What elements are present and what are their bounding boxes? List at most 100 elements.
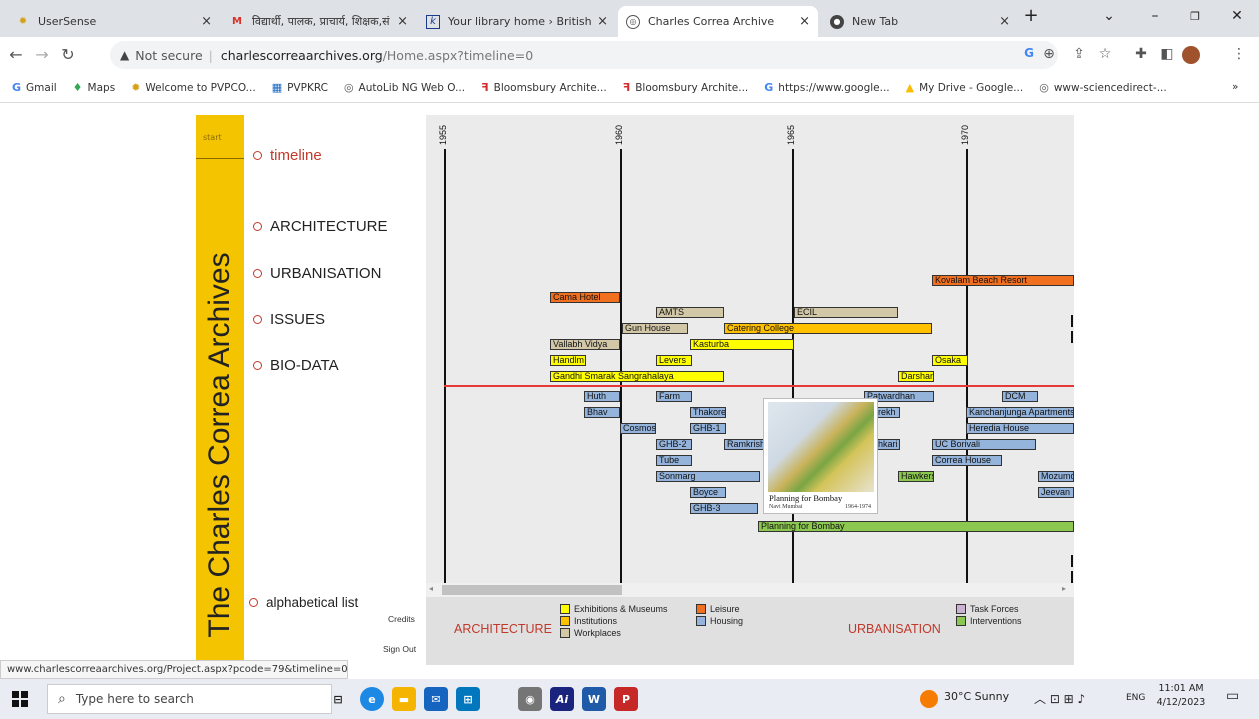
project-bar[interactable]: GHB-1	[690, 423, 726, 434]
project-bar[interactable]: DCM	[1002, 391, 1038, 402]
zoom-icon[interactable]: ⊕	[1043, 46, 1055, 62]
project-bar[interactable]: Sonmarg	[656, 471, 760, 482]
file-explorer-icon[interactable]: ▬	[392, 687, 416, 711]
illustrator-icon[interactable]: Ai	[550, 687, 574, 711]
store-icon[interactable]: ⊞	[456, 687, 480, 711]
close-window-button[interactable]: ✕	[1231, 8, 1243, 24]
sign-out-link[interactable]: Sign Out	[383, 644, 417, 654]
menu-issues[interactable]: ISSUES	[253, 311, 325, 328]
back-arrow-icon[interactable]: ←	[9, 45, 23, 64]
project-bar[interactable]: Levers	[656, 355, 692, 366]
powerpoint-icon[interactable]: P	[614, 687, 638, 711]
project-bar[interactable]: Catering College	[724, 323, 932, 334]
forward-arrow-icon[interactable]: →	[35, 45, 49, 64]
project-bar[interactable]: Gandhi Smarak Sangrahalaya	[550, 371, 724, 382]
project-bar[interactable]: Kovalam Beach Resort	[932, 275, 1074, 286]
project-bar[interactable]: Planning for Bombay	[758, 521, 1074, 532]
close-icon[interactable]: ×	[799, 14, 810, 29]
share-icon[interactable]: ⇪	[1073, 46, 1085, 62]
project-bar[interactable]: Handlm	[550, 355, 586, 366]
project-bar[interactable]: UC Borivali	[932, 439, 1036, 450]
new-tab-button[interactable]: +	[1023, 5, 1039, 26]
scroll-left-icon[interactable]: ◂	[429, 584, 434, 593]
project-bar[interactable]: Huth	[584, 391, 620, 402]
chrome-icon[interactable]: ◉	[518, 687, 542, 711]
project-bar[interactable]: AMTS	[656, 307, 724, 318]
word-icon[interactable]: W	[582, 687, 606, 711]
project-bar[interactable]: GHB-2	[656, 439, 692, 450]
sidepanel-icon[interactable]: ◧	[1160, 46, 1174, 62]
project-bar[interactable]: Cama Hotel	[550, 292, 620, 303]
chevron-down-icon[interactable]: ⌄	[1103, 8, 1115, 24]
extensions-icon[interactable]: ✚	[1135, 46, 1147, 62]
project-bar[interactable]: Jeevan	[1038, 487, 1074, 498]
mail-icon[interactable]: ✉	[424, 687, 448, 711]
menu-icon[interactable]: ⋮	[1232, 46, 1246, 62]
bookmark-pvpco[interactable]: ✹Welcome to PVPCO...	[131, 81, 256, 94]
project-bar[interactable]: GHB-3	[690, 503, 758, 514]
menu-urbanisation[interactable]: URBANISATION	[253, 265, 381, 282]
project-bar[interactable]: Kasturba	[690, 339, 794, 350]
close-icon[interactable]: ×	[201, 14, 212, 29]
minimize-button[interactable]: –	[1151, 8, 1159, 24]
project-bar[interactable]: Correa House	[932, 455, 1002, 466]
close-icon[interactable]: ×	[999, 14, 1010, 29]
project-bar[interactable]: Hawkers	[898, 471, 934, 482]
bookmark-drive[interactable]: ▲My Drive - Google...	[905, 81, 1024, 94]
project-bar[interactable]: Osaka	[932, 355, 968, 366]
menu-architecture[interactable]: ARCHITECTURE	[253, 218, 388, 235]
task-view-icon[interactable]: ⊟	[333, 692, 343, 706]
notification-icon[interactable]: ▭	[1226, 688, 1240, 704]
taskbar-search-input[interactable]: ⌕ Type here to search	[47, 684, 332, 714]
credits-link[interactable]: Credits	[388, 614, 415, 624]
scrollbar-thumb[interactable]	[442, 585, 622, 595]
tab-usersense[interactable]: ✹ UserSense ×	[8, 6, 220, 37]
bookmark-sciencedirect[interactable]: ◎www-sciencedirect-...	[1039, 81, 1167, 94]
start-link[interactable]: start	[203, 133, 222, 142]
bookmarks-more[interactable]: »	[1232, 81, 1239, 93]
google-icon[interactable]: G	[1024, 46, 1034, 60]
bookmark-pvpkrc[interactable]: ▦PVPKRC	[271, 81, 328, 94]
project-bar[interactable]: Bhav	[584, 407, 620, 418]
timeline-scrollbar[interactable]: ◂ ▸	[426, 583, 1074, 597]
clock[interactable]: 11:01 AM 4/12/2023	[1156, 683, 1206, 708]
project-bar[interactable]: Tube	[656, 455, 692, 466]
project-bar[interactable]: Mozumdar	[1038, 471, 1074, 482]
restore-button[interactable]: ❐	[1190, 10, 1200, 23]
project-bar[interactable]: Cosmos	[620, 423, 656, 434]
star-icon[interactable]: ☆	[1098, 46, 1112, 62]
project-bar[interactable]: Gun House	[622, 323, 688, 334]
project-bar[interactable]: Thakore	[690, 407, 726, 418]
project-bar[interactable]: Patwardhan	[864, 391, 934, 402]
close-icon[interactable]: ×	[597, 14, 608, 29]
tab-charles-correa[interactable]: ◎ Charles Correa Archive ×	[618, 6, 818, 37]
project-bar[interactable]: Darshan	[898, 371, 934, 382]
menu-biodata[interactable]: BIO-DATA	[253, 357, 339, 374]
scroll-right-icon[interactable]: ▸	[1062, 584, 1067, 593]
tab-gmail[interactable]: M विद्यार्थी, पालक, प्राचार्य, शिक्षक,सं…	[222, 6, 416, 37]
tab-library[interactable]: k Your library home › British Co ×	[418, 6, 616, 37]
tab-new-tab[interactable]: ● New Tab ×	[822, 6, 1018, 37]
project-bar[interactable]: ECIL	[794, 307, 898, 318]
url-field[interactable]: ▲ Not secure | charlescorreaarchives.org…	[110, 41, 1058, 69]
project-bar[interactable]: Kanchanjunga Apartments	[966, 407, 1074, 418]
project-bar[interactable]: Vallabh Vidya	[550, 339, 620, 350]
language-indicator[interactable]: ENG	[1126, 693, 1146, 703]
reload-icon[interactable]: ↻	[61, 45, 75, 64]
close-icon[interactable]: ×	[397, 14, 408, 29]
menu-alphabetical-list[interactable]: alphabetical list	[249, 595, 358, 610]
project-bar[interactable]: Boyce	[690, 487, 726, 498]
weather-text[interactable]: 30°C Sunny	[944, 690, 1010, 703]
windows-start-icon[interactable]	[12, 691, 28, 707]
project-bar[interactable]: Heredia House	[966, 423, 1074, 434]
bookmark-autolib[interactable]: ◎AutoLib NG Web O...	[343, 81, 466, 94]
tray-icons[interactable]: ︿ ⊡ ⊞ ♪	[1034, 692, 1086, 706]
edge-icon[interactable]: e	[360, 687, 384, 711]
project-bar[interactable]: Farm	[656, 391, 692, 402]
menu-timeline[interactable]: timeline	[253, 147, 322, 164]
bookmark-maps[interactable]: ♦Maps	[72, 81, 116, 94]
